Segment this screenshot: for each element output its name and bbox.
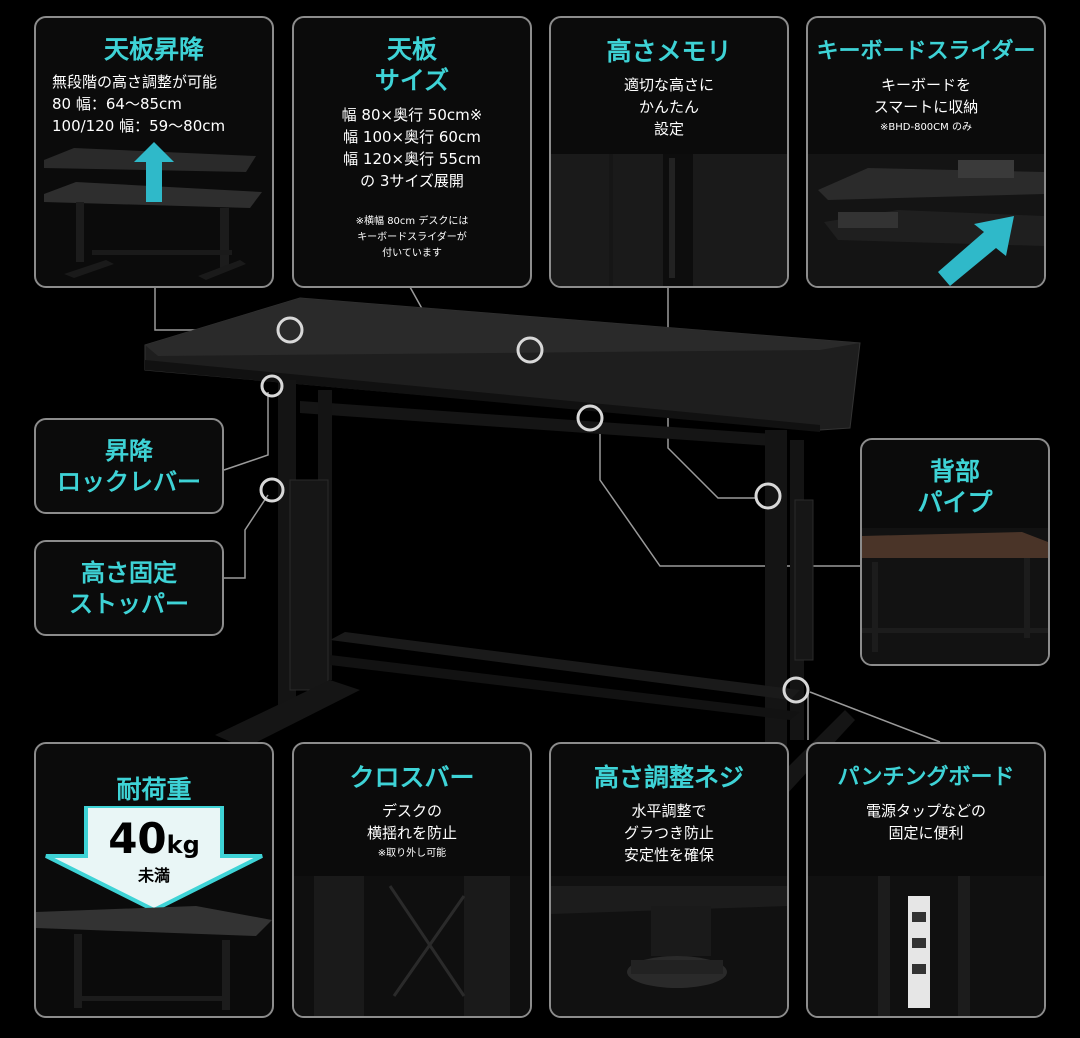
panel-line: グラつき防止 <box>623 824 714 842</box>
panel-keyboard-slider: キーボードスライダー キーボードを スマートに収納 ※BHD-800CM のみ <box>806 16 1046 288</box>
panel-title: 高さ調整ネジ <box>593 763 744 792</box>
panel-line: キーボードを <box>880 76 971 94</box>
panel-leveler: 高さ調整ネジ 水平調整で グラつき防止 安定性を確保 <box>549 742 789 1018</box>
panel-line: 100/120 幅：59〜80cm <box>52 117 226 135</box>
label-height-stopper: 高さ固定 ストッパー <box>34 540 224 636</box>
right-leg <box>765 430 787 760</box>
punching-board-photo <box>808 876 1044 1016</box>
back-pipe-photo <box>862 528 1048 664</box>
panel-line: 幅 120×奥行 55cm <box>343 150 481 168</box>
panel-punching-board: パンチングボード 電源タップなどの 固定に便利 <box>806 742 1046 1018</box>
panel-note: ※取り外し可能 <box>377 848 447 859</box>
panel-title: 高さメモリ <box>606 37 732 66</box>
side-title: 昇降 ロックレバー <box>57 437 201 496</box>
up-arrow-icon <box>134 142 174 202</box>
panel-line: 無段階の高さ調整が可能 <box>52 73 218 91</box>
label-lift-lock-lever: 昇降 ロックレバー <box>34 418 224 514</box>
panel-title: クロスバー <box>349 763 475 792</box>
height-memory-photo <box>551 154 787 286</box>
load-value: 40kg <box>36 816 272 862</box>
load-desk-illustration <box>36 906 272 1010</box>
panel-line: 横揺れを防止 <box>366 824 457 842</box>
keyboard-slider-photo <box>808 154 1044 286</box>
panel-line: 水平調整で <box>631 802 707 820</box>
leveler-photo <box>551 876 787 1016</box>
panel-line: 幅 80×奥行 50cm※ <box>341 106 483 124</box>
side-title: 高さ固定 ストッパー <box>69 559 189 618</box>
panel-line: スマートに収納 <box>873 98 979 116</box>
arrow-icon <box>938 216 1014 286</box>
panel-title: キーボードスライダー <box>816 39 1036 64</box>
panel-line: 適切な高さに <box>623 76 714 94</box>
panel-height-memory: 高さメモリ 適切な高さに かんたん 設定 <box>549 16 789 288</box>
panel-note: ※BHD-800CM のみ <box>880 122 972 133</box>
callout-markers <box>259 316 810 704</box>
panel-title: 天板 サイズ <box>374 35 450 95</box>
panel-line: 電源タップなどの <box>865 802 986 820</box>
panel-line: かんたん <box>638 98 699 116</box>
crossbar-photo <box>294 876 530 1016</box>
panel-title: 天板昇降 <box>103 35 204 64</box>
panel-back-pipe: 背部 パイプ <box>860 438 1050 666</box>
panel-line: 固定に便利 <box>888 824 964 842</box>
panel-load-capacity: 耐荷重 40kg 未満 <box>34 742 274 1018</box>
load-suffix: 未満 <box>137 866 170 885</box>
down-arrow-icon <box>45 806 263 913</box>
panel-line: 設定 <box>653 120 684 138</box>
lift-desk-illustration <box>44 142 262 280</box>
panel-line: の 3サイズ展開 <box>360 172 464 190</box>
panel-line: 幅 100×奥行 60cm <box>343 128 481 146</box>
panel-tabletop-size: 天板 サイズ 幅 80×奥行 50cm※ 幅 100×奥行 60cm 幅 120… <box>292 16 532 288</box>
crossbar <box>330 632 800 700</box>
load-unit: kg <box>166 831 200 859</box>
panel-tabletop-lift: 天板昇降 無段階の高さ調整が可能 80 幅：64〜85cm 100/120 幅：… <box>34 16 274 288</box>
panel-crossbar: クロスバー デスクの 横揺れを防止 ※取り外し可能 <box>292 742 532 1018</box>
panel-title: 背部 パイプ <box>917 457 993 517</box>
punching-board-left <box>289 479 329 691</box>
panel-title: パンチングボード <box>837 765 1015 790</box>
load-number: 40 <box>108 814 167 863</box>
panel-title: 耐荷重 <box>116 775 192 804</box>
panel-line: デスクの <box>381 802 442 820</box>
panel-line: 80 幅：64〜85cm <box>52 95 182 113</box>
panel-note: ※横幅 80cm デスクには キーボードスライダーが 付いています <box>355 216 469 259</box>
panel-line: 安定性を確保 <box>623 846 714 864</box>
